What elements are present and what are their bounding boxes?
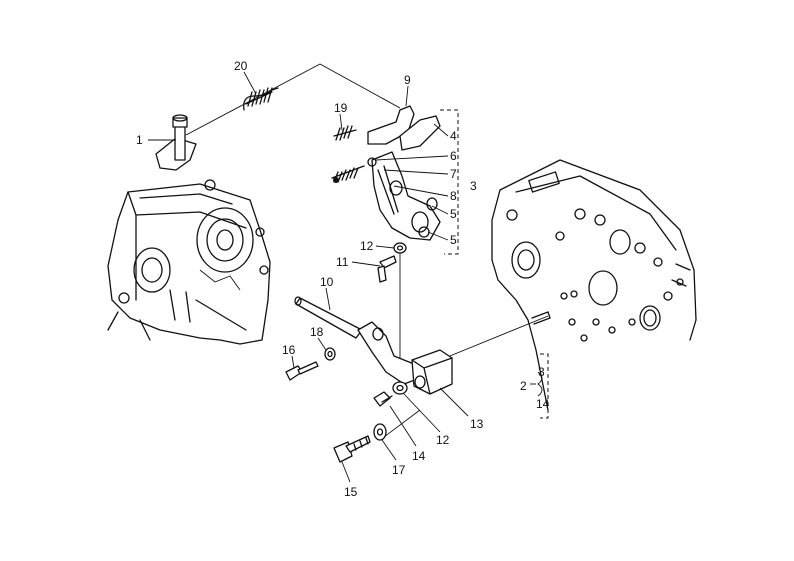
part-15-bolt	[333, 435, 371, 463]
callout-11: 11	[336, 255, 349, 269]
callout-14-lower: 14	[412, 449, 426, 463]
callout-5-lower: 5	[450, 233, 457, 247]
callout-2: 2	[520, 379, 527, 393]
callout-8: 8	[450, 189, 457, 203]
callout-17: 17	[392, 463, 406, 477]
callout-16: 16	[282, 343, 296, 357]
part-1-shaft-lever	[155, 114, 197, 171]
callout-1: 1	[136, 133, 143, 147]
part-12-lower-nut	[392, 381, 408, 395]
callout-3-lower: 3	[538, 365, 545, 379]
part-10-rod-lever	[294, 296, 421, 385]
callout-12-upper: 12	[360, 239, 374, 253]
callout-3-upper: 3	[470, 179, 477, 193]
callout-12-lower: 12	[436, 433, 450, 447]
right-rod	[531, 311, 551, 419]
callout-7: 7	[450, 167, 457, 181]
right-housing	[491, 159, 697, 411]
part-18-washer	[324, 347, 336, 361]
callout-14-right: 14	[536, 397, 550, 411]
callout-6: 6	[450, 149, 457, 163]
callout-9: 9	[404, 73, 411, 87]
callout-13: 13	[470, 417, 484, 431]
part-20-spring	[243, 87, 279, 111]
callout-5-upper: 5	[450, 207, 457, 221]
left-housing	[107, 179, 271, 345]
part-11-bolt	[377, 255, 397, 283]
callout-15: 15	[344, 485, 358, 499]
callout-10: 10	[320, 275, 334, 289]
part-17-washer	[373, 423, 387, 441]
part-19-small-spring	[333, 125, 357, 141]
assembly-lines	[185, 63, 549, 441]
callout-4: 4	[450, 129, 457, 143]
part-16-bolt	[285, 361, 319, 381]
callout-19: 19	[334, 101, 348, 115]
callout-20: 20	[234, 59, 248, 73]
governor-lever-assembly	[331, 105, 459, 255]
callout-labels: 1 20 9 19 4 6 7 3 8 5 5 12 11 10 18 16 1…	[136, 59, 550, 499]
part-13-block	[411, 349, 453, 395]
part-14-bolt	[373, 391, 393, 407]
callout-18: 18	[310, 325, 324, 339]
leader-lines	[148, 71, 543, 483]
part-12-upper-nut	[393, 242, 407, 254]
